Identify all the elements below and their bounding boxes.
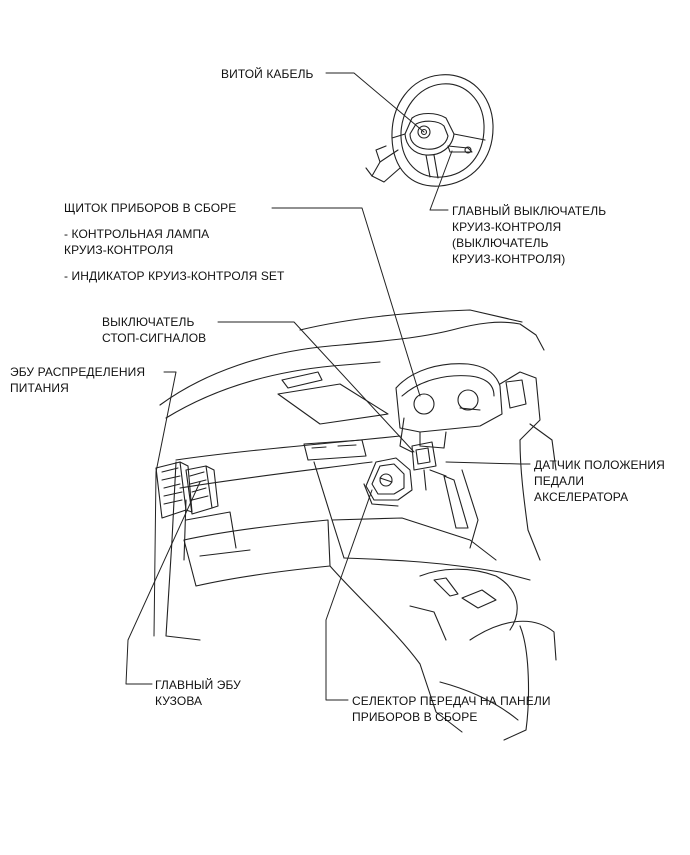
shift-selector-label: СЕЛЕКТОР ПЕРЕДАЧ НА ПАНЕЛИ ПРИБОРОВ В СБ…	[352, 694, 551, 724]
instrument-panel-illustration	[159, 309, 557, 741]
power-distribution-ecu-illustration	[155, 461, 193, 519]
stop-light-switch-label: ВЫКЛЮЧАТЕЛЬ СТОП-СИГНАЛОВ	[102, 315, 207, 345]
power-distribution-ecu-label: ЭБУ РАСПРЕДЕЛЕНИЯ ПИТАНИЯ	[10, 365, 146, 395]
meter-assembly-illustration	[395, 363, 503, 453]
cruise-main-switch-label: ГЛАВНЫЙ ВЫКЛЮЧАТЕЛЬ КРУИЗ-КОНТРОЛЯ (ВЫКЛ…	[452, 204, 607, 266]
steering-wheel-illustration	[365, 74, 494, 187]
meter-assembly-label: ЩИТОК ПРИБОРОВ В СБОРЕ	[64, 201, 237, 215]
main-body-ecu-label: ГЛАВНЫЙ ЭБУ КУЗОВА	[155, 678, 241, 708]
leader-lines	[125, 72, 531, 701]
cruise-indicator-lamp-label: - КОНТРОЛЬНАЯ ЛАМПА КРУИЗ-КОНТРОЛЯ	[64, 227, 210, 257]
cruise-set-indicator-label: - ИНДИКАТОР КРУИЗ-КОНТРОЛЯ SET	[64, 269, 285, 283]
shift-selector-illustration	[363, 457, 413, 507]
spiral-cable-label: ВИТОЙ КАБЕЛЬ	[221, 67, 314, 81]
stop-light-switch-illustration	[411, 441, 437, 491]
accelerator-pedal-sensor-label: ДАТЧИК ПОЛОЖЕНИЯ ПЕДАЛИ АКСЕЛЕРАТОРА	[534, 458, 665, 504]
main-body-ecu-illustration	[185, 465, 219, 515]
